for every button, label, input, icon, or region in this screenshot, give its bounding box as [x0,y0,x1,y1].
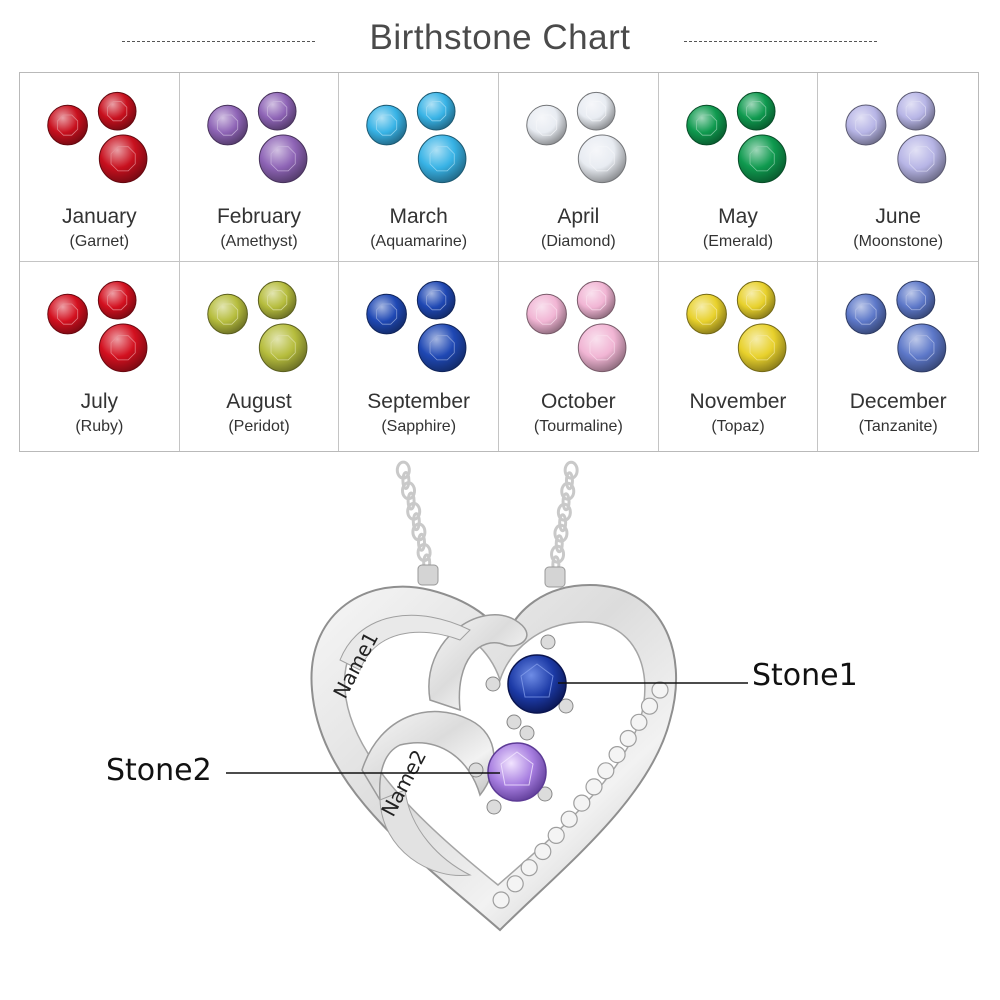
gemstones-april [526,91,627,184]
gemstones-september [366,280,467,373]
stone1-gem [507,654,567,714]
gemstones-november [685,280,787,373]
birthstone-name: (Sapphire) [381,418,457,435]
month-label: October [540,390,616,413]
necklace-chain [395,460,579,575]
birthstone-cell-june: June (Moonstone) [818,73,978,262]
birthstone-cell-april: April (Diamond) [499,73,659,262]
birthstone-cell-july: July (Ruby) [20,262,180,451]
month-label: June [875,205,921,228]
chart-header: Birthstone Chart [0,14,1000,66]
month-label: July [80,390,118,413]
inner-band-upper [339,614,471,671]
title-divider-right [684,41,877,42]
bail-right [544,566,566,588]
birthstone-cell-february: February (Amethyst) [179,73,340,262]
birthstone-name: (Tourmaline) [533,418,623,435]
gemstones-october [526,280,627,373]
birthstone-cell-august: August (Peridot) [180,262,340,451]
birthstone-cell-may: May (Emerald) [658,73,819,262]
birthstone-name: (Amethyst) [220,233,298,250]
month-label: April [557,205,600,228]
heart-pendant-necklace: Name1 Name2 [226,460,748,932]
birthstone-name: (Ruby) [75,418,124,435]
gemstones-march [366,91,467,184]
inner-band-lower [361,710,495,801]
gemstones-january [47,91,148,184]
stone1-setting [485,634,574,730]
page-title: Birthstone Chart [369,18,631,57]
month-label: August [226,390,292,413]
birthstone-cell-november: November (Topaz) [659,262,819,451]
birthstone-cell-march: March (Aquamarine) [339,73,499,262]
month-label: May [718,205,758,228]
birthstone-cell-january: January (Garnet) [20,73,180,262]
birthstone-grid: January (Garnet) February (Amethyst) March (A… [19,72,979,452]
gemstones-december [845,280,947,373]
inner-loop-small [379,789,472,877]
month-label: March [389,205,448,228]
stone2-label: Stone2 [106,753,212,788]
birthstone-name: (Emerald) [702,233,774,250]
birthstone-name: (Garnet) [69,233,130,250]
month-label: September [367,390,471,413]
birthstone-cell-september: September (Sapphire) [339,262,499,451]
stone2-setting [468,725,553,815]
birthstone-name: (Aquamarine) [370,233,468,250]
month-label: December [849,390,947,413]
month-label: November [689,390,787,413]
gemstones-june [845,91,947,184]
bail-left [417,564,439,586]
gemstones-august [206,280,308,373]
title-divider-left [122,41,315,42]
stone1-label: Stone1 [752,658,858,693]
gemstones-february [206,91,308,184]
gemstones-may [685,91,787,184]
birthstone-cell-december: December (Tanzanite) [818,262,978,451]
birthstone-name: (Diamond) [540,233,616,250]
birthstone-name: (Topaz) [711,418,765,435]
inner-loop-large [428,614,528,712]
birthstone-name: (Moonstone) [853,233,944,250]
month-label: January [61,205,137,228]
pave-crystals [492,681,669,909]
stone2-gem [487,742,547,802]
gemstones-july [47,280,148,373]
month-label: February [216,205,301,228]
birthstone-name: (Peridot) [228,418,290,435]
birthstone-name: (Tanzanite) [858,418,938,435]
birthstone-cell-october: October (Tourmaline) [499,262,659,451]
